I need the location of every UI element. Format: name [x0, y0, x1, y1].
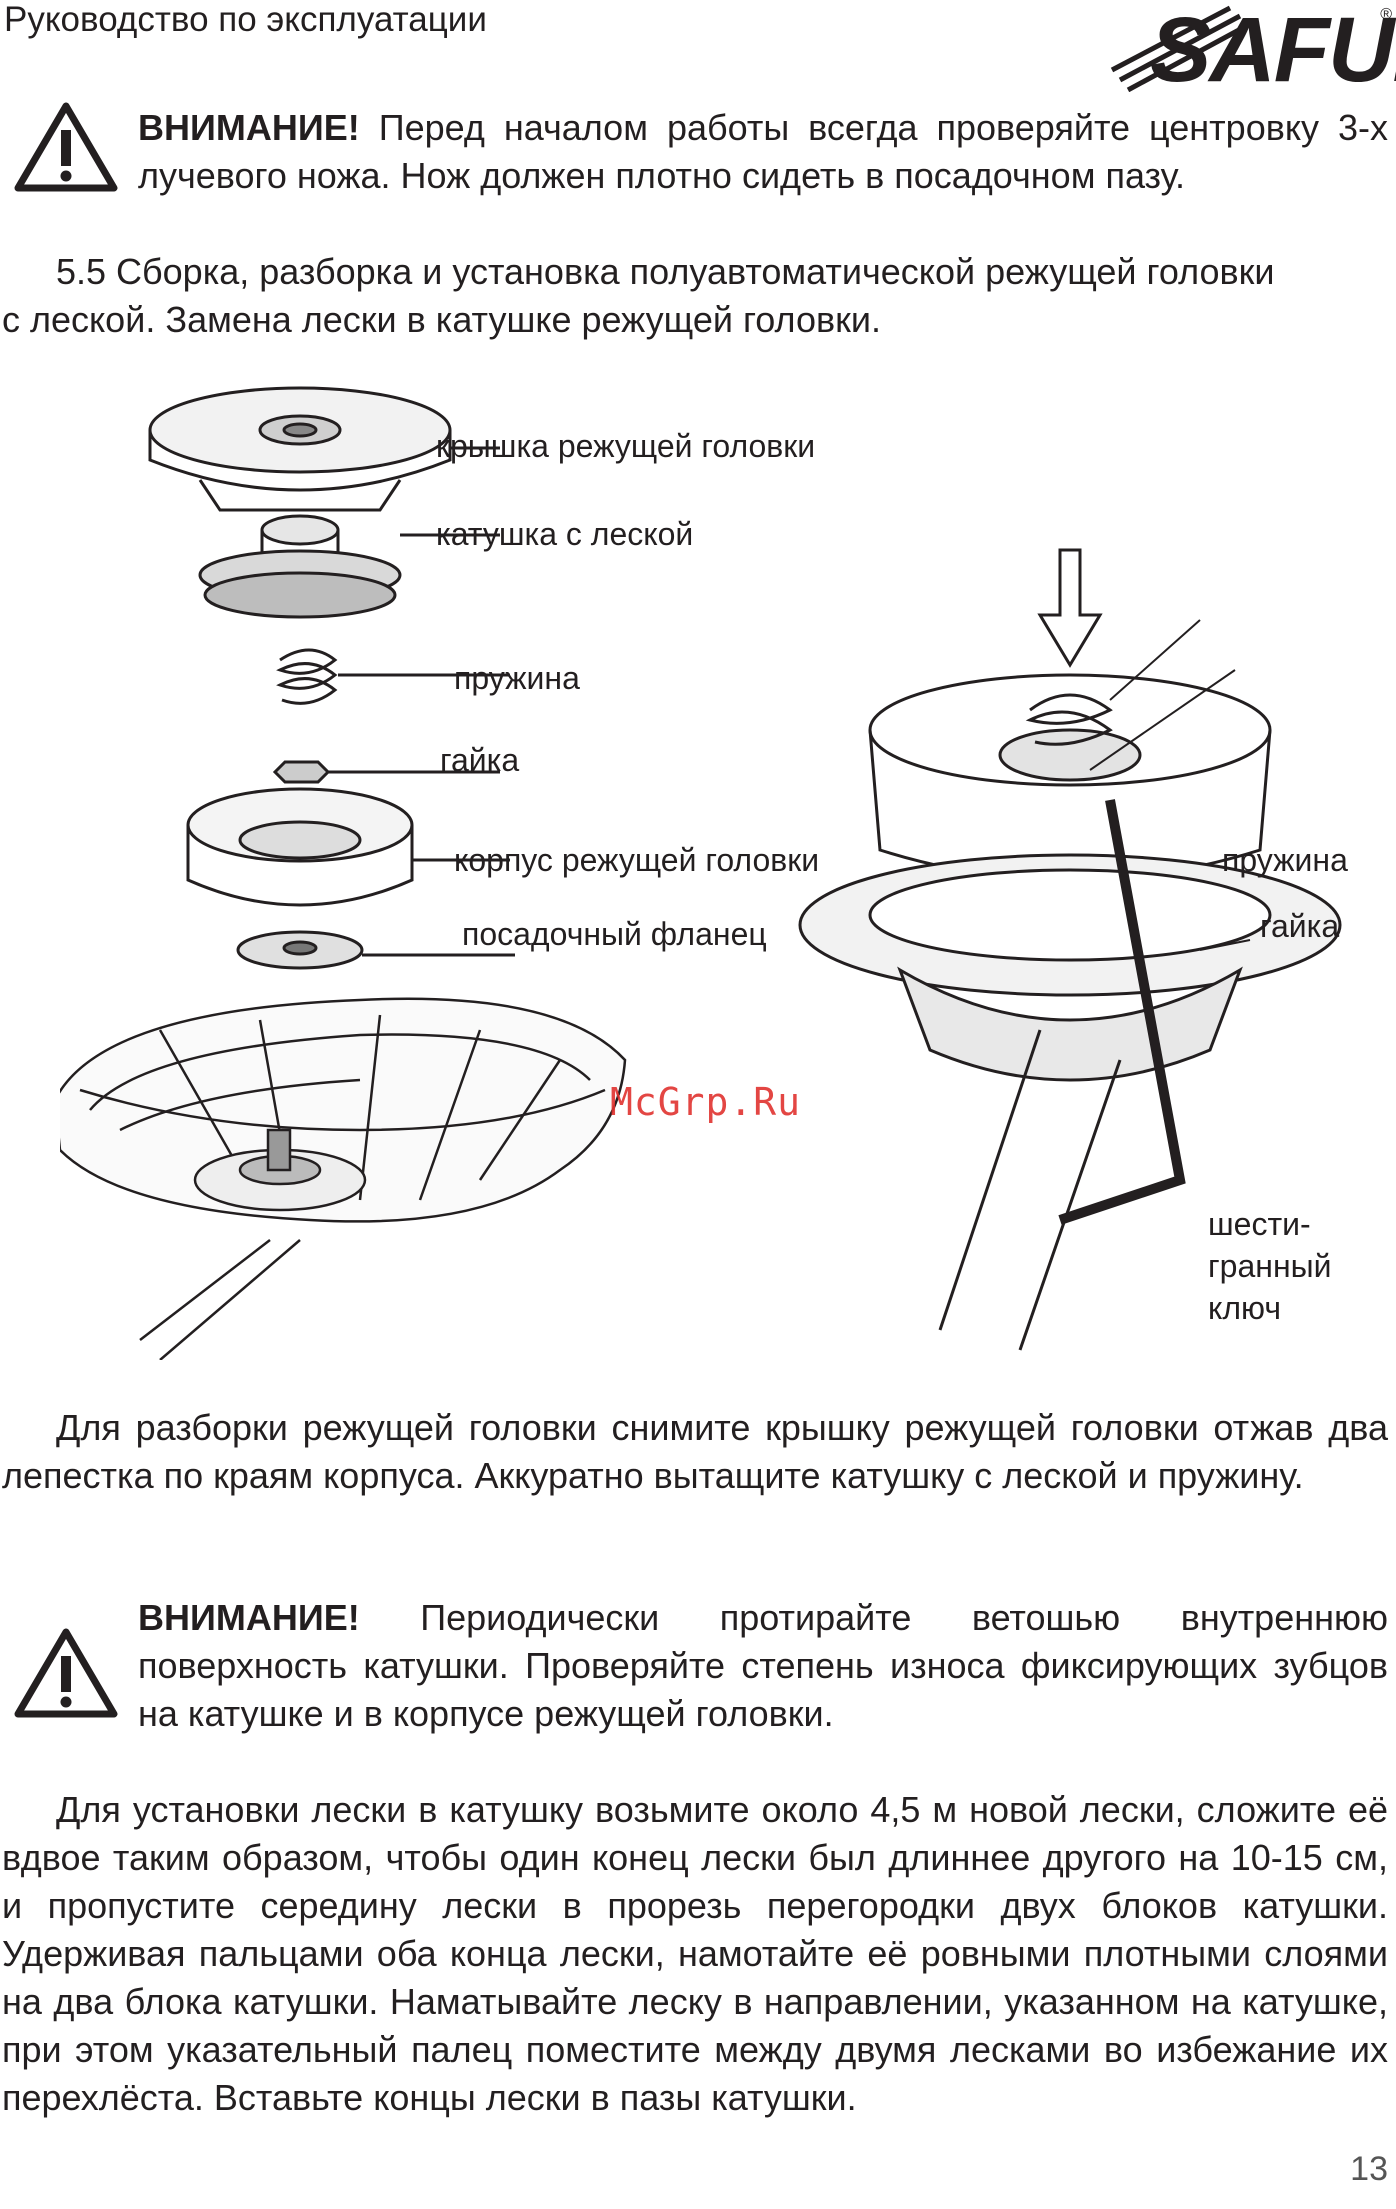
label-hex-key-1: шести-	[1208, 1206, 1311, 1242]
page-header-title: Руководство по эксплуатации	[4, 0, 487, 39]
spool-illustration	[198, 514, 500, 619]
label-spring: пружина	[454, 660, 580, 696]
warning-triangle-icon	[14, 1628, 118, 1718]
warning-1-text: ВНИМАНИЕ! Перед началом работы всегда пр…	[138, 104, 1388, 200]
label-right-nut: гайка	[1260, 908, 1340, 944]
label-spool: катушка с леской	[436, 516, 694, 552]
safun-logo: SAFUN ®	[1110, 0, 1396, 96]
watermark: McGrp.Ru	[610, 1080, 802, 1124]
label-flange: посадочный фланец	[462, 916, 767, 952]
warning-triangle-icon	[14, 102, 118, 192]
warning-2-label: ВНИМАНИЕ!	[138, 1597, 360, 1638]
label-hex-key-2: гранный	[1208, 1248, 1332, 1284]
install-paragraph: Для установки лески в катушку возьмите о…	[2, 1789, 1388, 2118]
page-number: 13	[1350, 2150, 1388, 2188]
disassembly-paragraph: Для разборки режущей головки снимите кры…	[2, 1407, 1388, 1496]
grass-guard-illustration	[60, 997, 627, 1360]
label-nut: гайка	[440, 742, 520, 778]
label-housing: корпус режущей головки	[454, 842, 820, 878]
label-right-spring: пружина	[1222, 842, 1348, 878]
trimmer-head-diagram	[60, 386, 1342, 1360]
spring-illustration	[276, 648, 510, 705]
section-heading-line-2: с леской. Замена лески в катушке режущей…	[2, 299, 881, 340]
label-hex-key-3: ключ	[1208, 1290, 1281, 1326]
logo-text: SAFUN	[1150, 0, 1396, 101]
warning-1-label: ВНИМАНИЕ!	[138, 107, 360, 148]
logo-registered-mark: ®	[1380, 6, 1392, 23]
section-heading-line-1: 5.5 Сборка, разборка и установка полуавт…	[56, 251, 1275, 292]
flange-illustration	[236, 930, 515, 970]
warning-2-text: ВНИМАНИЕ! Периодически протирайте ветошь…	[138, 1594, 1388, 1738]
housing-illustration	[186, 787, 510, 907]
logo-speed-lines	[1110, 5, 1252, 92]
warning-2-body: Периодически протирайте ветошью внутренн…	[138, 1597, 1388, 1734]
nut-illustration	[272, 760, 500, 784]
warning-1-body: Перед началом работы всегда проверяйте ц…	[138, 107, 1388, 196]
assembled-head-illustration	[798, 548, 1342, 1351]
label-cover: крышка режущей головки	[436, 428, 816, 464]
cover-illustration	[148, 386, 500, 512]
